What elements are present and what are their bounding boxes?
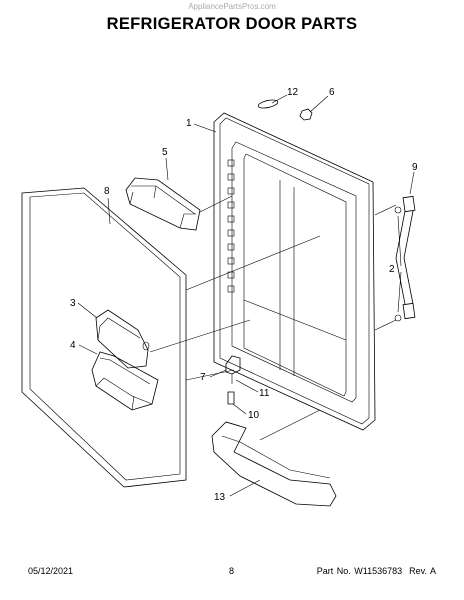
door-frame-assembly bbox=[213, 112, 376, 431]
callout-labels: 12 6 1 5 9 8 2 3 4 7 11 10 13 bbox=[70, 87, 418, 503]
callout-7: 7 bbox=[200, 372, 206, 383]
callout-3: 3 bbox=[70, 298, 76, 309]
leader-lines bbox=[77, 94, 415, 497]
callout-11: 11 bbox=[259, 388, 270, 399]
callout-5: 5 bbox=[162, 147, 168, 158]
callout-9: 9 bbox=[412, 162, 418, 173]
footer-date: 05/12/2021 bbox=[28, 566, 74, 576]
door-liner-panel bbox=[21, 187, 187, 488]
callout-6: 6 bbox=[329, 87, 335, 98]
alignment-lines bbox=[149, 195, 397, 441]
handle-screws bbox=[394, 206, 402, 322]
source-watermark: AppliancePartsPros.com bbox=[188, 2, 276, 11]
callout-2: 2 bbox=[389, 264, 395, 275]
callout-8: 8 bbox=[104, 186, 110, 197]
callout-13: 13 bbox=[214, 492, 226, 503]
footer-part-number: Part No. W11536783 Rev. A bbox=[316, 566, 436, 576]
page-title: REFRIGERATOR DOOR PARTS bbox=[106, 15, 358, 33]
callout-4: 4 bbox=[70, 340, 76, 351]
bin-retainer-tabs bbox=[227, 159, 235, 293]
dairy-door-cover bbox=[95, 309, 150, 369]
footer-page-number: 8 bbox=[229, 566, 235, 576]
upper-door-bin bbox=[125, 177, 201, 231]
door-handle bbox=[395, 195, 416, 320]
callout-10: 10 bbox=[248, 410, 260, 421]
callout-12: 12 bbox=[287, 87, 299, 98]
hinge-parts bbox=[257, 99, 313, 121]
bottom-door-bin bbox=[211, 421, 337, 507]
door-stop-parts bbox=[225, 355, 241, 405]
dairy-door-bin bbox=[91, 351, 159, 411]
callout-1: 1 bbox=[186, 118, 192, 129]
